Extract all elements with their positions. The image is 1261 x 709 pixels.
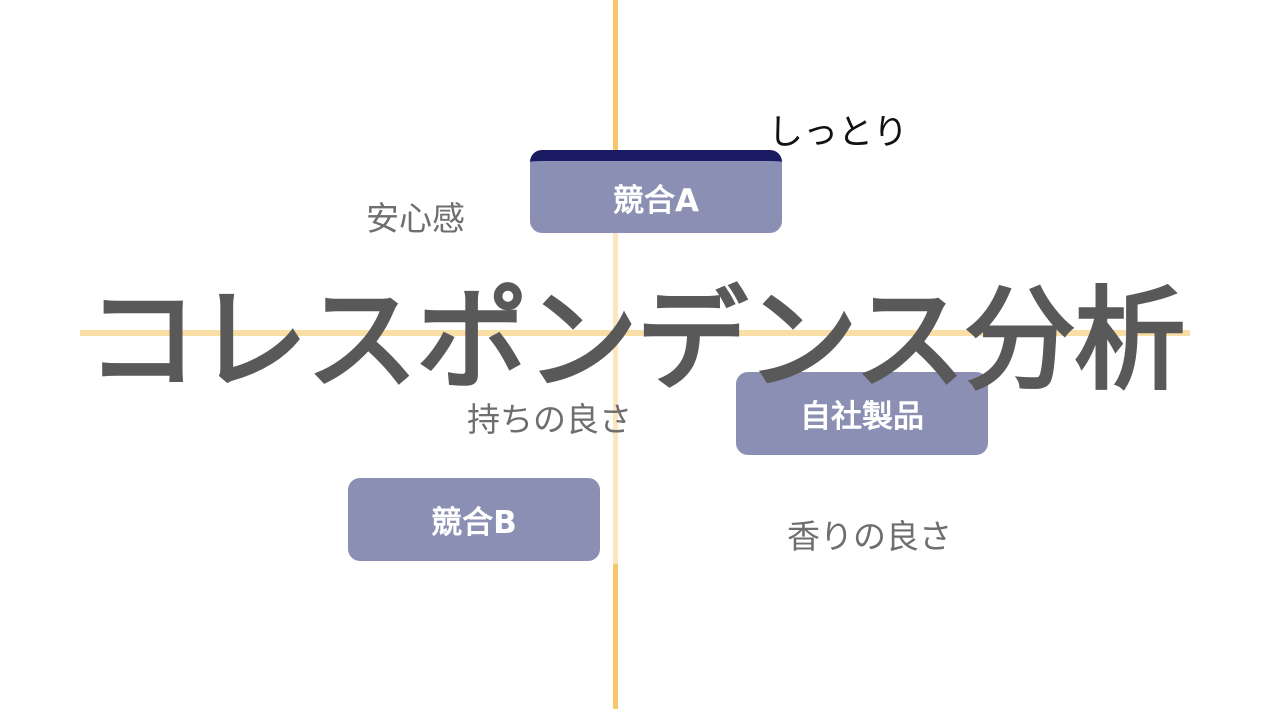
- competitor-a-box: 競合A: [530, 150, 782, 233]
- vertical-axis-center: [613, 232, 618, 564]
- competitor-b-label: 競合B: [431, 505, 517, 541]
- own-product-label: 自社製品: [800, 399, 924, 435]
- attribute-long-lasting-label: 持ちの良さ: [467, 400, 632, 439]
- own-product-box: 自社製品: [736, 372, 988, 455]
- attribute-fragrance-label: 香りの良さ: [787, 517, 952, 556]
- attribute-reassurance-label: 安心感: [366, 199, 465, 238]
- page-title: コレスポンデンス分析: [86, 276, 1186, 406]
- attribute-moist-label: しっとり: [768, 113, 909, 153]
- competitor-b-box: 競合B: [348, 478, 600, 561]
- horizontal-axis: [80, 330, 1190, 336]
- competitor-a-label: 競合A: [613, 182, 699, 219]
